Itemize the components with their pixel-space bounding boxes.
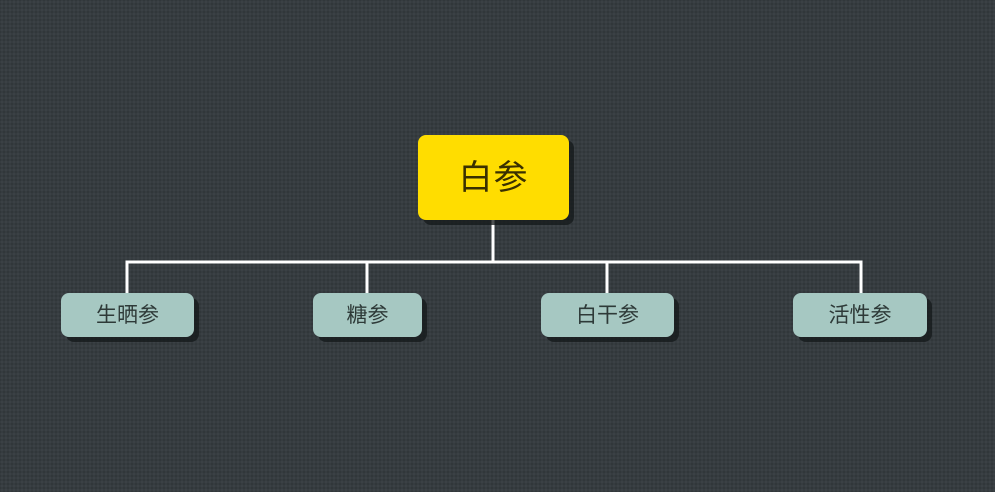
child-node-3[interactable]: 白干参 xyxy=(541,293,674,337)
child-node-1[interactable]: 生晒参 xyxy=(61,293,194,337)
root-node-label: 白参 xyxy=(458,157,529,198)
child-node-2[interactable]: 糖参 xyxy=(313,293,422,337)
child-node-label: 活性参 xyxy=(828,302,892,327)
child-node-label: 生晒参 xyxy=(96,302,159,327)
child-node-label: 糖参 xyxy=(346,302,389,327)
child-node-4[interactable]: 活性参 xyxy=(793,293,927,337)
connector-group xyxy=(125,218,863,295)
root-node[interactable]: 白参 xyxy=(418,135,569,220)
child-node-label: 白干参 xyxy=(576,302,639,327)
